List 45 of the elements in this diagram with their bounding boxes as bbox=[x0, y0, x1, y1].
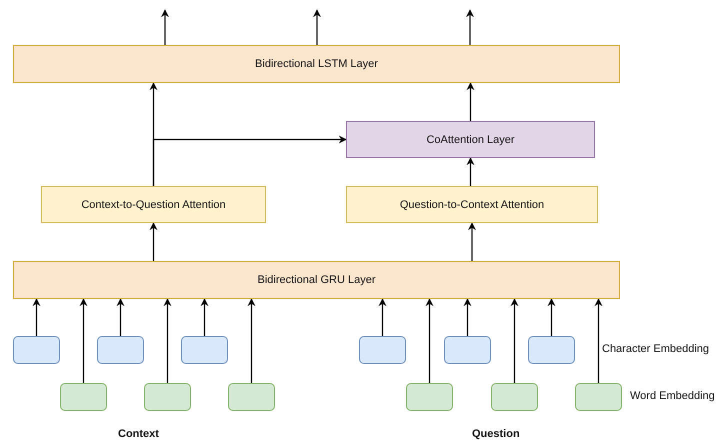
character-embedding-box bbox=[528, 336, 575, 364]
arrow bbox=[466, 9, 474, 45]
layer-box bbox=[13, 261, 620, 299]
layer-label: Bidirectional LSTM Layer bbox=[255, 58, 378, 70]
character-embedding-box bbox=[181, 336, 228, 364]
layer-label: Context-to-Question Attention bbox=[81, 198, 226, 210]
word-embedding-box bbox=[144, 383, 191, 411]
arrow bbox=[248, 298, 256, 383]
word-embedding-box bbox=[406, 383, 453, 411]
arrow bbox=[378, 298, 386, 336]
arrow bbox=[510, 298, 518, 383]
arrow bbox=[464, 298, 472, 336]
arrow bbox=[468, 222, 476, 261]
layer-box bbox=[346, 186, 598, 223]
word-embedding-box bbox=[60, 383, 107, 411]
layer-label: Question-to-Context Attention bbox=[400, 198, 544, 210]
word-embedding-box bbox=[491, 383, 538, 411]
arrow bbox=[466, 157, 474, 186]
layer-box bbox=[41, 186, 266, 223]
arrow bbox=[548, 298, 556, 336]
group-label: Question bbox=[472, 428, 520, 440]
character-embedding-box bbox=[444, 336, 491, 364]
group-label: Context bbox=[118, 428, 159, 440]
arrow bbox=[164, 298, 172, 383]
character-embedding-box bbox=[359, 336, 406, 364]
word-embedding-box bbox=[228, 383, 275, 411]
arrow bbox=[150, 222, 158, 261]
arrow bbox=[152, 136, 347, 186]
arrow bbox=[594, 298, 602, 383]
arrow bbox=[32, 298, 40, 336]
arrow bbox=[466, 82, 474, 121]
arrow bbox=[116, 298, 124, 336]
layer-box bbox=[13, 45, 620, 83]
arrow bbox=[426, 298, 434, 383]
row-label: Character Embedding bbox=[602, 343, 710, 355]
arrow bbox=[200, 298, 208, 336]
layer-label: CoAttention Layer bbox=[426, 134, 515, 146]
arrow bbox=[161, 9, 169, 45]
arrow bbox=[80, 298, 88, 383]
arrow bbox=[313, 9, 321, 45]
word-embedding-box bbox=[575, 383, 622, 411]
character-embedding-box bbox=[13, 336, 60, 364]
layer-box bbox=[346, 121, 595, 158]
character-embedding-box bbox=[97, 336, 144, 364]
layer-label: Bidirectional GRU Layer bbox=[258, 274, 376, 286]
